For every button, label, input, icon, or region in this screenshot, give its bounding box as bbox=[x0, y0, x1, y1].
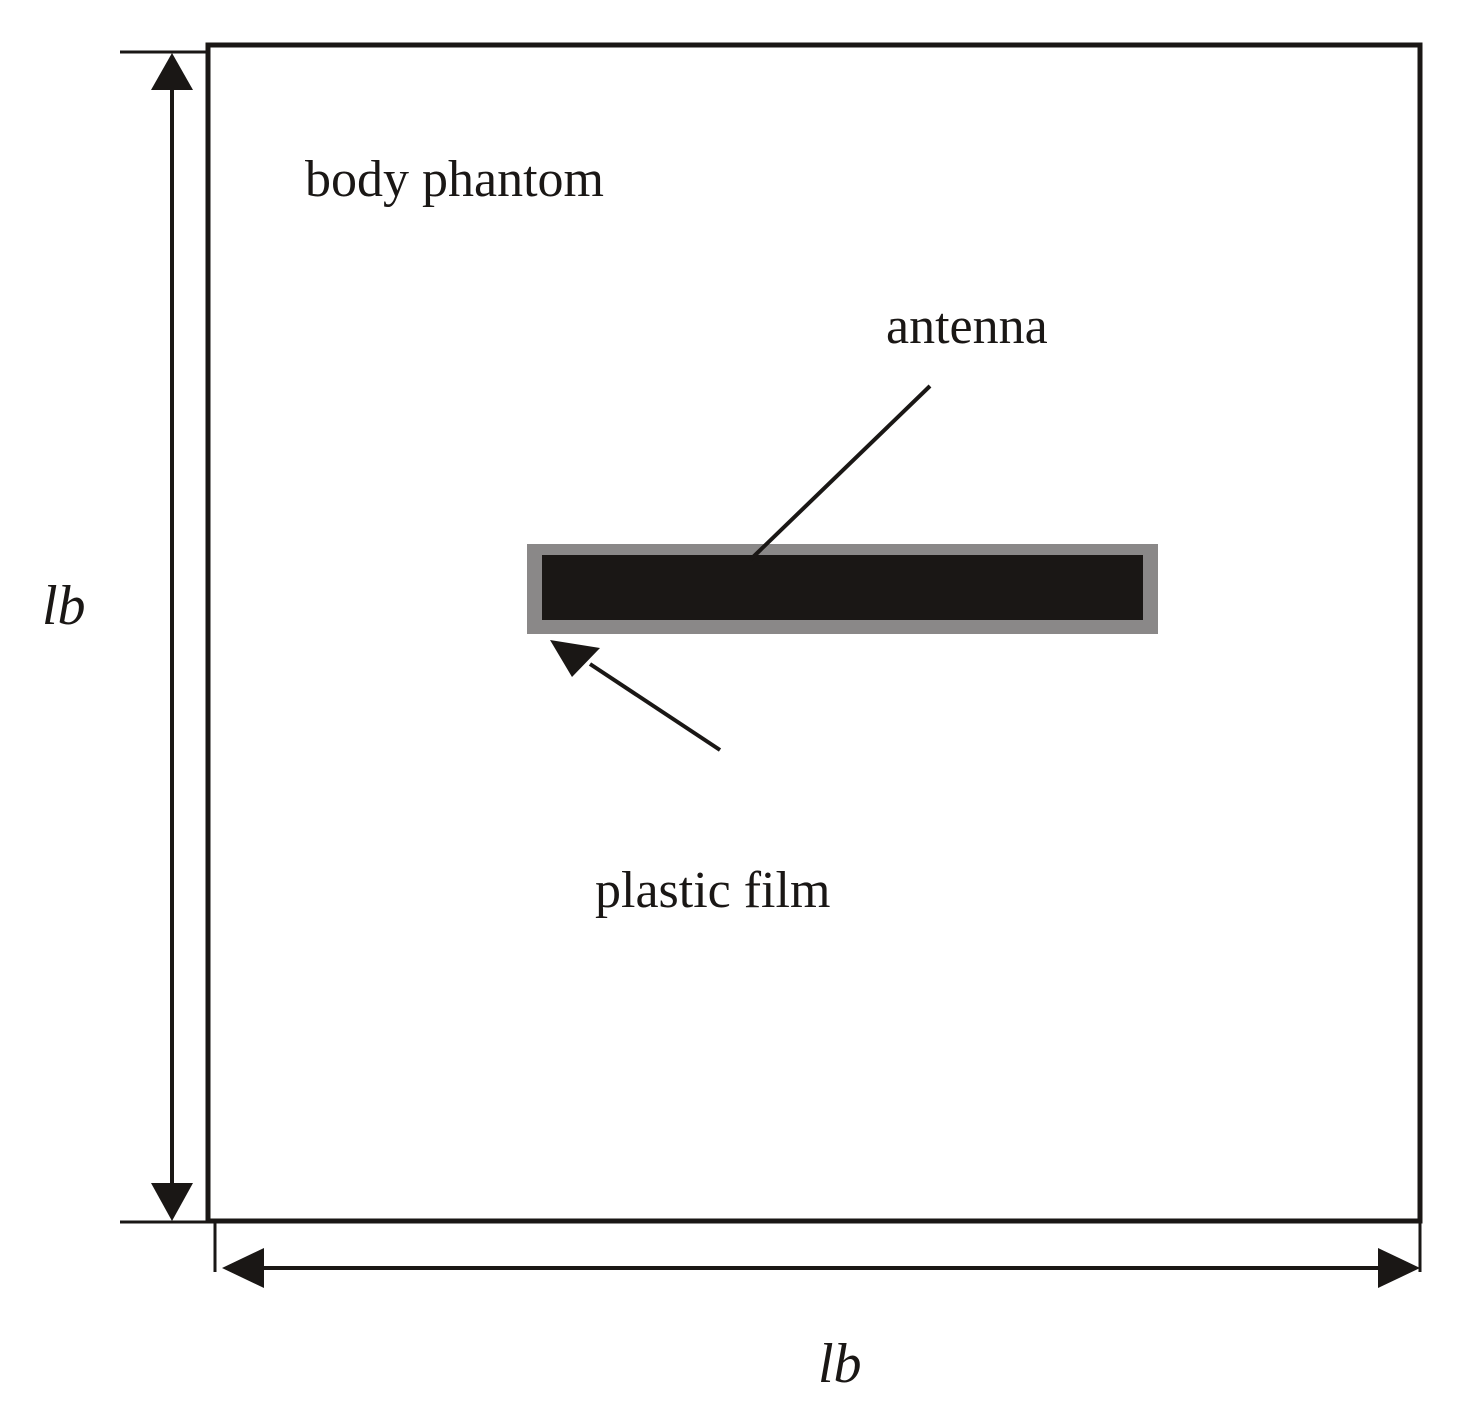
width-arrow-right bbox=[1378, 1248, 1420, 1288]
body-phantom-box bbox=[205, 42, 1423, 1224]
antenna-pointer-line bbox=[748, 384, 932, 562]
height-arrow-down bbox=[151, 1183, 193, 1221]
body-phantom-label: body phantom bbox=[305, 151, 604, 208]
antenna-label: antenna bbox=[886, 298, 1048, 355]
width-dimension-label: lb bbox=[818, 1333, 862, 1395]
width-arrow-left bbox=[222, 1248, 264, 1288]
plastic-film-label: plastic film bbox=[595, 862, 830, 919]
plastic-film-arrowhead bbox=[550, 640, 600, 677]
height-dimension-label: lb bbox=[42, 575, 86, 637]
antenna-element bbox=[542, 555, 1143, 620]
height-arrow-up bbox=[151, 53, 193, 90]
plastic-film-pointer-line bbox=[588, 662, 722, 752]
